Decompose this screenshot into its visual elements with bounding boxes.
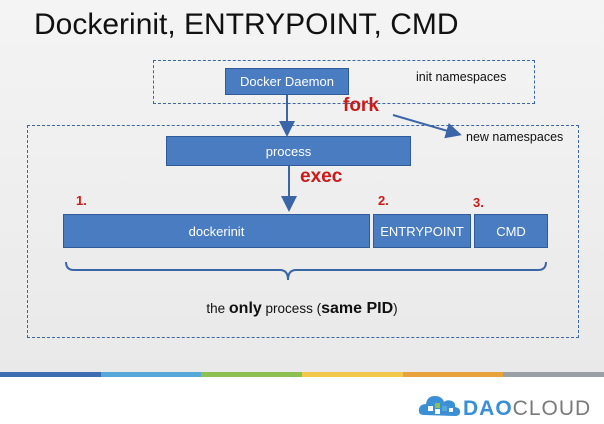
step-1-label: 1. (76, 193, 87, 208)
docker-daemon-box: Docker Daemon (225, 68, 349, 95)
caption-bold-only: only (228, 300, 262, 317)
caption-part-2: process ( (261, 301, 322, 316)
caption: the only process (same PID) (0, 300, 604, 318)
stripe-segment (201, 372, 303, 377)
logo-text-dao: DAO (463, 397, 513, 420)
cmd-box: CMD (474, 214, 548, 248)
stripe-segment (0, 372, 101, 377)
daocloud-logo-text: DAOCLOUD (463, 397, 591, 421)
slide-background (0, 0, 604, 372)
stripe-segment (100, 372, 202, 377)
caption-part-3: ) (393, 301, 398, 316)
process-box: process (166, 136, 411, 166)
step-2-label: 2. (378, 193, 389, 208)
stripe-segment (402, 372, 504, 377)
stripe-segment (503, 372, 604, 377)
dockerinit-box: dockerinit (63, 214, 370, 248)
daocloud-logo-icon (418, 396, 461, 416)
stripe-segment (302, 372, 403, 377)
step-3-label: 3. (473, 195, 484, 210)
color-stripe (0, 372, 604, 377)
init-namespaces-frame (153, 60, 535, 104)
entrypoint-box: ENTRYPOINT (373, 214, 471, 248)
slide-title: Dockerinit, ENTRYPOINT, CMD (34, 8, 459, 41)
init-namespaces-label: init namespaces (416, 70, 507, 84)
caption-part-1: the (206, 301, 229, 316)
grouping-brace (65, 261, 547, 281)
fork-label: fork (343, 95, 379, 116)
exec-label: exec (300, 166, 343, 187)
new-namespaces-label: new namespaces (466, 130, 564, 144)
caption-bold-same-pid: same PID (321, 300, 394, 317)
logo-text-cloud: CLOUD (512, 397, 592, 420)
fork-to-new-namespaces-arrow (392, 114, 462, 139)
new-namespaces-frame (27, 125, 579, 338)
